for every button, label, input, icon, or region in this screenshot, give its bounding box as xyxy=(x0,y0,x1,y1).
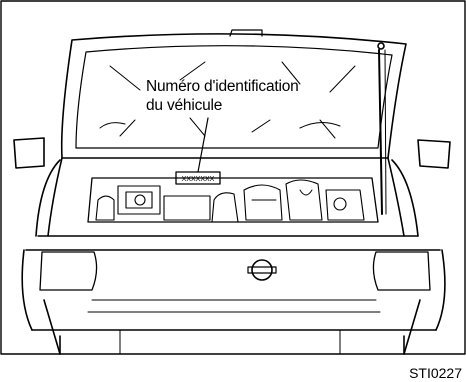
vin-callout-label: Numéro d'identification du véhicule xyxy=(146,77,299,115)
figure-code: STI0227 xyxy=(409,365,462,381)
callout-line-1: Numéro d'identification xyxy=(146,77,299,96)
cargo-items xyxy=(96,180,364,222)
vin-plate-text: XXXXXXX xyxy=(182,176,215,183)
vehicle-body xyxy=(14,138,450,354)
gas-strut xyxy=(378,43,386,214)
callout-leader xyxy=(198,118,208,172)
callout-line-2: du véhicule xyxy=(146,96,299,115)
